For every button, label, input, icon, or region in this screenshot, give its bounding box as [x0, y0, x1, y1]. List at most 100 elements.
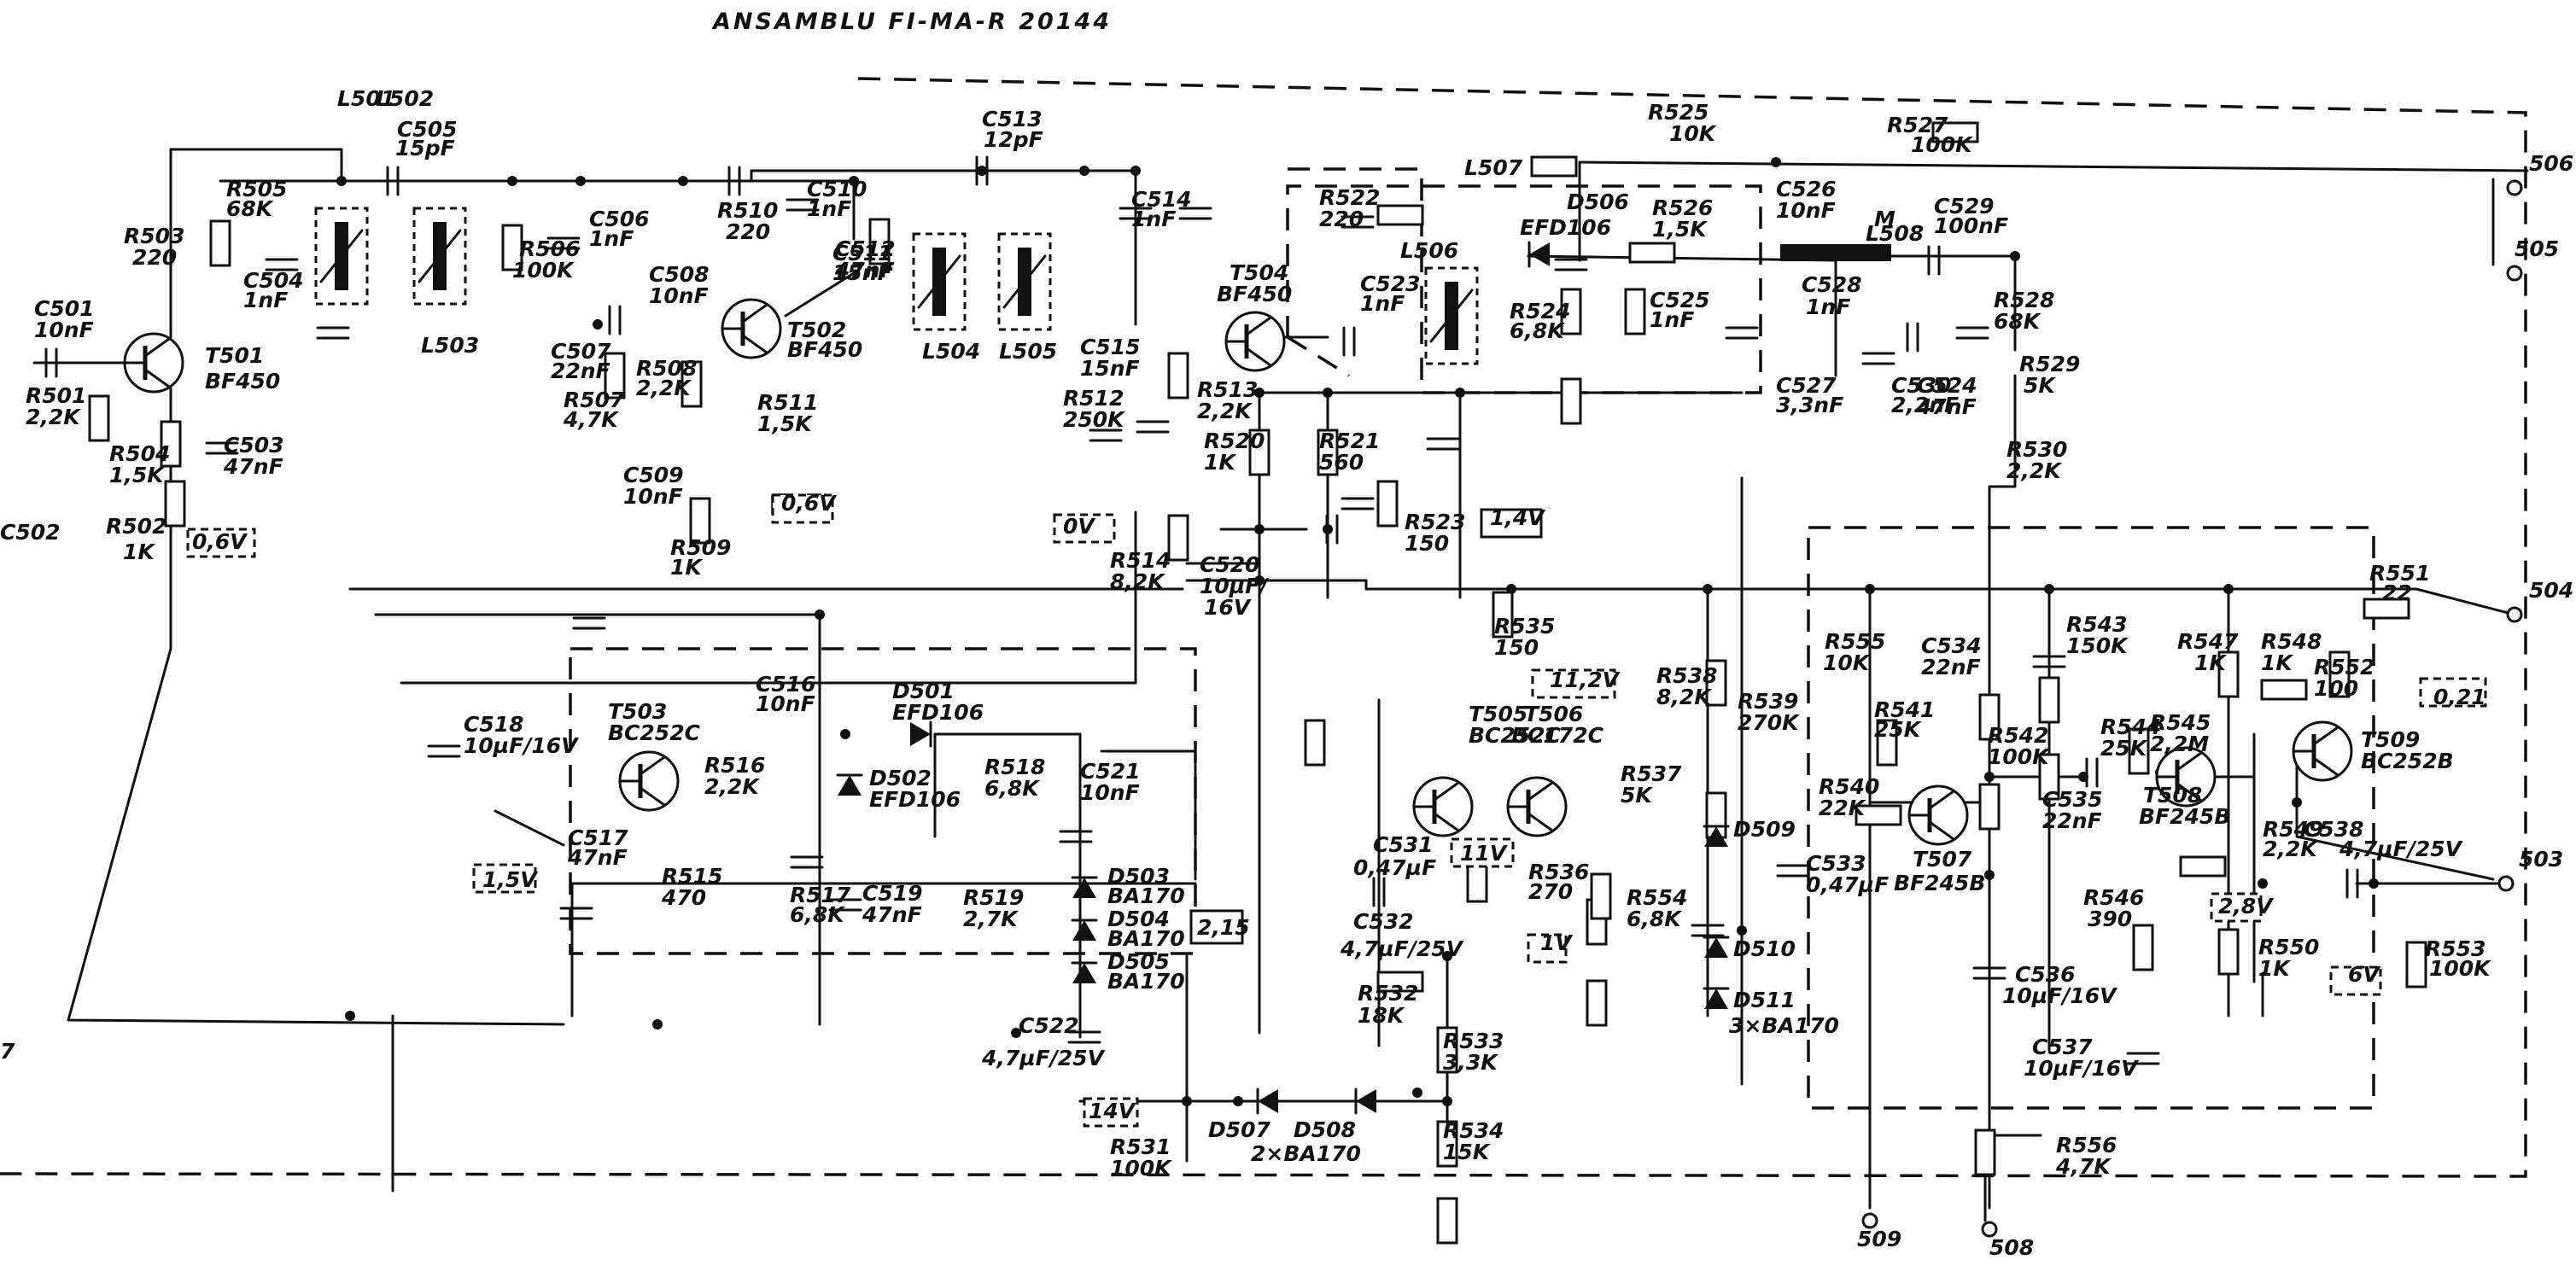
component-label: BF245B — [2139, 804, 2230, 829]
wire — [494, 809, 565, 847]
resistor-symbol — [2132, 924, 2154, 971]
component-label: R501 — [26, 383, 86, 408]
component-label: R550 — [2258, 935, 2319, 959]
component-label: C521 — [1080, 759, 1141, 784]
coil-tuning-arrow — [1429, 289, 1474, 343]
component-label: C512 — [835, 236, 896, 261]
component-label: D511 — [1733, 988, 1796, 1012]
component-label: 10nF — [1080, 780, 1140, 805]
component-label: 0,6V — [781, 491, 837, 516]
transistor-emitter — [741, 334, 768, 354]
junction-dot — [593, 319, 603, 329]
component-label: R545 — [2150, 710, 2211, 735]
capacitor-symbol — [1554, 258, 1588, 271]
component-label: C509 — [623, 463, 684, 487]
resistor-symbol — [164, 480, 186, 528]
capacitor-symbol — [1119, 207, 1153, 220]
dashed-border — [0, 77, 2527, 1178]
component-label: 25K — [1874, 717, 1922, 742]
voltage-box — [1450, 837, 1515, 868]
diode-symbol — [1529, 242, 1550, 266]
component-label: C530 — [1891, 373, 1952, 398]
component-label: C525 — [1650, 288, 1710, 312]
component-label: R535 — [1494, 614, 1555, 639]
capacitor-symbol — [2085, 757, 2099, 788]
wire — [784, 271, 856, 318]
terminal-point — [2497, 875, 2515, 892]
transistor-t502 — [721, 298, 782, 359]
component-label: 22nF — [2042, 808, 2102, 833]
component-label: R533 — [1443, 1029, 1504, 1053]
junction-dot — [2292, 797, 2302, 808]
junction-dot — [2010, 251, 2020, 261]
component-label: 6,8K — [984, 776, 1040, 801]
component-label: 150 — [1494, 635, 1539, 660]
resistor-symbol — [1586, 979, 1608, 1027]
junction-dot — [1984, 772, 1995, 782]
component-label: R534 — [1443, 1118, 1504, 1143]
component-label: BA170 — [1107, 969, 1185, 994]
component-label: BC252C — [1469, 723, 1562, 748]
transistor-t501 — [123, 332, 184, 394]
component-label: 1nF — [1806, 295, 1850, 319]
coil-tuning-arrow — [1002, 254, 1047, 309]
transistor-emitter — [143, 368, 171, 388]
dashed-border — [1287, 335, 1350, 377]
component-label: C537 — [2032, 1035, 2093, 1059]
resistor-symbol — [1974, 1128, 1996, 1176]
component-label: C523 — [1360, 271, 1421, 296]
transistor-emitter — [2312, 756, 2339, 777]
component-label: 22 — [2382, 580, 2412, 605]
component-label: 6V — [2348, 962, 2380, 987]
component-label: 1K — [1204, 450, 1236, 475]
junction-dot — [1771, 157, 1781, 167]
resistor-symbol — [2128, 727, 2150, 775]
component-label: 1nF — [1650, 307, 1694, 332]
component-label: 47nF — [567, 845, 628, 870]
component-label: L507 — [1464, 155, 1523, 180]
transistor-collector — [1245, 316, 1272, 336]
capacitor-symbol — [975, 155, 989, 186]
component-label: 14V — [1089, 1099, 1136, 1123]
coil-tuning-arrow — [917, 254, 961, 309]
component-label: 2,2M — [2150, 732, 2209, 756]
component-label: 1K — [2258, 956, 2291, 981]
component-label: C504 — [243, 268, 304, 293]
capacitor-symbol — [2345, 868, 2359, 899]
junction-dot — [1412, 1088, 1422, 1098]
transistor-collector — [1928, 790, 1955, 810]
terminal-point — [2506, 265, 2523, 282]
component-label: R524 — [1510, 299, 1570, 324]
capacitor-symbol — [1861, 352, 1895, 365]
component-label: 15nF — [832, 260, 892, 285]
component-label: BF245B — [1894, 871, 1985, 895]
component-label: 6,8K — [1627, 907, 1682, 931]
resistor-symbol — [2179, 855, 2227, 878]
junction-dot — [977, 166, 987, 176]
junction-dot — [2258, 878, 2268, 889]
component-label: R547 — [2177, 629, 2239, 654]
transistor-collector — [2176, 751, 2203, 772]
voltage-box — [1531, 668, 1616, 699]
resistor-symbol — [1628, 242, 1676, 264]
transistor-t508 — [2155, 746, 2217, 808]
junction-dot — [1254, 575, 1265, 586]
resistor-symbol — [160, 420, 182, 468]
wire — [169, 148, 343, 183]
capacitor-symbol — [427, 744, 461, 758]
component-label: R509 — [670, 535, 731, 560]
component-label: R522 — [1319, 185, 1380, 210]
capacitor-symbol — [44, 347, 58, 378]
coil-l504 — [912, 232, 967, 331]
coil-shield — [412, 207, 467, 306]
resistor-symbol — [1376, 204, 1424, 226]
component-label: R523 — [1405, 510, 1465, 534]
component-label: 0,47µF — [1353, 855, 1436, 880]
component-label: R532 — [1358, 981, 1418, 1006]
junction-dot — [2044, 584, 2054, 594]
wire — [1185, 579, 2418, 591]
component-label: R506 — [519, 236, 580, 261]
component-label: 250K — [1063, 407, 1125, 432]
component-label: 100K — [1110, 1156, 1172, 1181]
component-label: R549 — [2263, 817, 2323, 842]
